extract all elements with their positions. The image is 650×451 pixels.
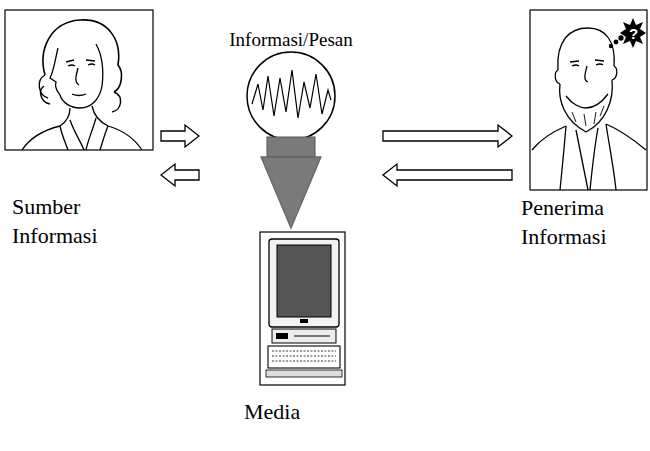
message-node: Informasi/Pesan (205, 28, 377, 157)
thought-burst (620, 18, 646, 48)
computer-illustration (260, 232, 345, 385)
source-node: Sumber Informasi (5, 10, 155, 252)
flow-arrow (161, 125, 199, 147)
node-label: Penerima Informasi (521, 194, 646, 251)
receiver-node: Penerima Informasi (518, 8, 649, 253)
question-mark: ? (629, 26, 638, 41)
media-node: Media (240, 230, 355, 429)
flow-arrow (383, 164, 512, 186)
node-label: Media (244, 398, 354, 427)
flow-arrow (161, 164, 199, 186)
node-label: Sumber Informasi (12, 193, 137, 250)
media-arrow (261, 157, 321, 228)
flow-arrow (383, 125, 512, 147)
node-heading: Informasi/Pesan (205, 28, 377, 53)
source-portrait (5, 10, 153, 150)
message-oval (247, 52, 335, 157)
receiver-portrait (530, 10, 647, 190)
